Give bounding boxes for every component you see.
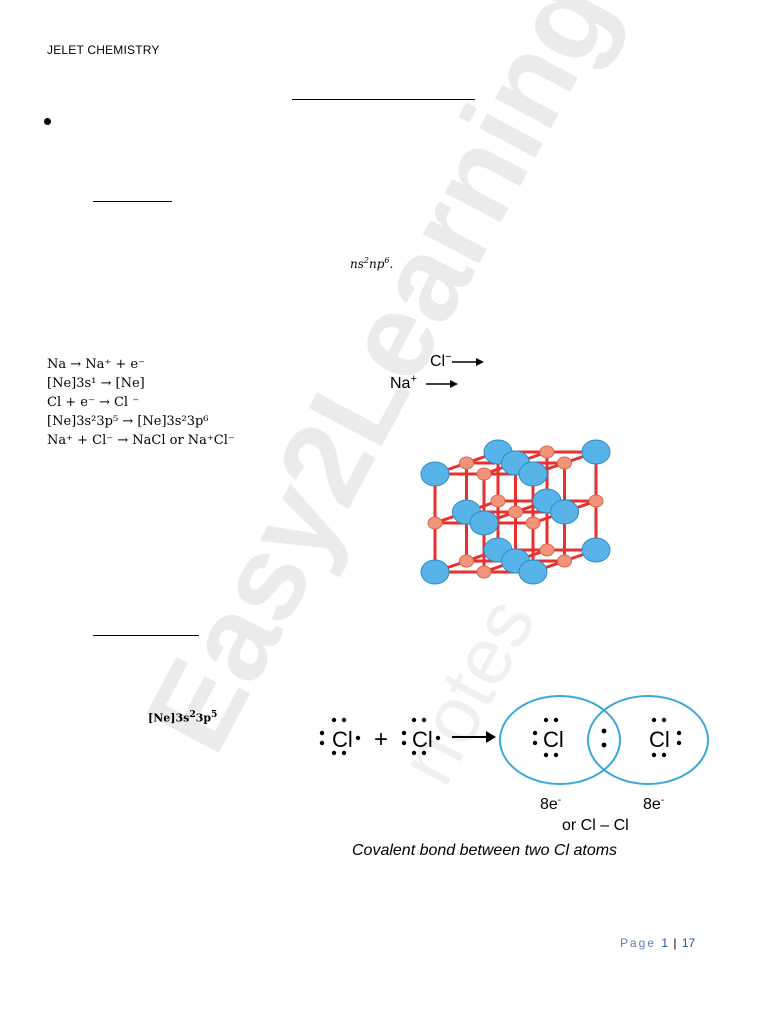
equation: Na⁺ + Cl⁻ → NaCl or Na⁺Cl⁻ (47, 433, 235, 448)
sodium-ion (427, 516, 443, 530)
running-header: JELET CHEMISTRY (47, 43, 160, 57)
sodium-ion (476, 467, 492, 481)
lattice-ions (420, 439, 611, 585)
page-footer: Page 1 | 17 (620, 936, 695, 950)
cl-arrowhead-icon (476, 358, 484, 366)
chlorine-configuration: [Ne]3s23p5 (148, 709, 218, 725)
sodium-ion (525, 516, 541, 530)
reaction-arrow-icon (486, 731, 496, 743)
sodium-ion (459, 554, 474, 568)
cl-ion-label: Cl− (430, 351, 452, 370)
equation: Na → Na⁺ + e⁻ (47, 357, 145, 372)
sodium-ion (508, 505, 523, 519)
subheading-underline-1 (93, 201, 172, 202)
sodium-ion (557, 554, 572, 568)
bond-formula: or Cl – Cl (562, 817, 629, 834)
sodium-ion (490, 494, 506, 508)
atom-symbol: Cl (412, 727, 433, 752)
chloride-ion (518, 559, 548, 585)
atom-symbol: Cl (543, 727, 564, 752)
na-arrowhead-icon (450, 380, 458, 388)
bullet-point (44, 118, 51, 125)
total-pages: 17 (681, 936, 696, 950)
page-word: Page (620, 936, 657, 950)
plus-sign: + (374, 726, 388, 753)
title-underline (292, 99, 475, 100)
chloride-ion (469, 510, 499, 536)
covalent-bond-diagram: Cl + Cl Cl Cl 8e- 8e- or Cl – Cl Covalen… (319, 695, 709, 859)
sodium-ion (557, 456, 572, 470)
sodium-ion (476, 565, 492, 579)
chloride-ion (518, 461, 548, 487)
ion-labels: Cl− Na+ (390, 351, 484, 392)
atom-shell-left (499, 695, 621, 785)
atom-symbol: Cl (332, 727, 353, 752)
chloride-ion (581, 439, 611, 465)
nacl-lattice-diagram: Cl− Na+ (390, 351, 611, 585)
chloride-ion (420, 559, 450, 585)
page-separator: | (673, 936, 677, 950)
sodium-ion (539, 445, 555, 459)
chloride-ion (420, 461, 450, 487)
diagram-caption: Covalent bond between two Cl atoms (352, 842, 617, 859)
right-octet-label: 8e- (643, 795, 664, 813)
sodium-ion (588, 494, 604, 508)
equation: Cl + e⁻ → Cl ⁻ (47, 395, 140, 410)
equation: [Ne]3s²3p⁵ → [Ne]3s²3p⁶ (47, 414, 209, 429)
subheading-underline-2 (93, 635, 199, 636)
left-octet-label: 8e- (540, 795, 561, 813)
na-ion-label: Na+ (390, 373, 417, 392)
atom-symbol: Cl (649, 727, 670, 752)
noble-gas-configuration: ns2np6. (350, 256, 394, 271)
atom-shell-right (587, 695, 709, 785)
chloride-ion (581, 537, 611, 563)
ionic-bond-equations: Na → Na⁺ + e⁻ [Ne]3s¹ → [Ne] Cl + e⁻ → C… (47, 355, 235, 450)
sodium-ion (539, 543, 555, 557)
page-number: 1 (661, 936, 669, 950)
equation: [Ne]3s¹ → [Ne] (47, 376, 145, 391)
chloride-ion (550, 499, 579, 525)
sodium-ion (459, 456, 474, 470)
